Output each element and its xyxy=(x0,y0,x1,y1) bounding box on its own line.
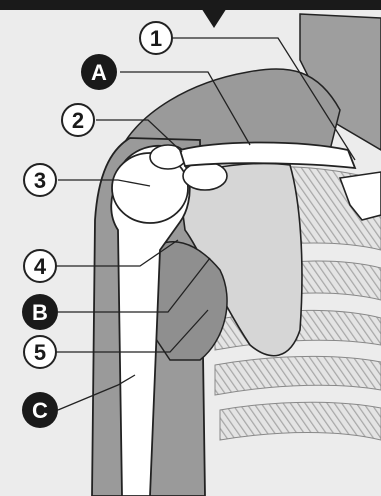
marker-1-label: 1 xyxy=(150,26,162,51)
marker-b: B xyxy=(22,294,58,330)
clavicle xyxy=(180,143,355,169)
marker-c-label: C xyxy=(32,398,48,423)
marker-b-label: B xyxy=(32,300,48,325)
marker-1: 1 xyxy=(140,22,172,54)
marker-5-label: 5 xyxy=(34,340,46,365)
marker-2-label: 2 xyxy=(72,108,84,133)
marker-4-label: 4 xyxy=(34,254,47,279)
top-bar xyxy=(0,0,381,10)
marker-5: 5 xyxy=(24,336,56,368)
marker-3: 3 xyxy=(24,164,56,196)
marker-c: C xyxy=(22,392,58,428)
marker-2: 2 xyxy=(62,104,94,136)
marker-3-label: 3 xyxy=(34,168,46,193)
top-pointer xyxy=(196,0,232,28)
marker-4: 4 xyxy=(24,250,56,282)
marker-a: A xyxy=(81,54,117,90)
coracoid xyxy=(150,145,186,169)
marker-a-label: A xyxy=(91,60,107,85)
